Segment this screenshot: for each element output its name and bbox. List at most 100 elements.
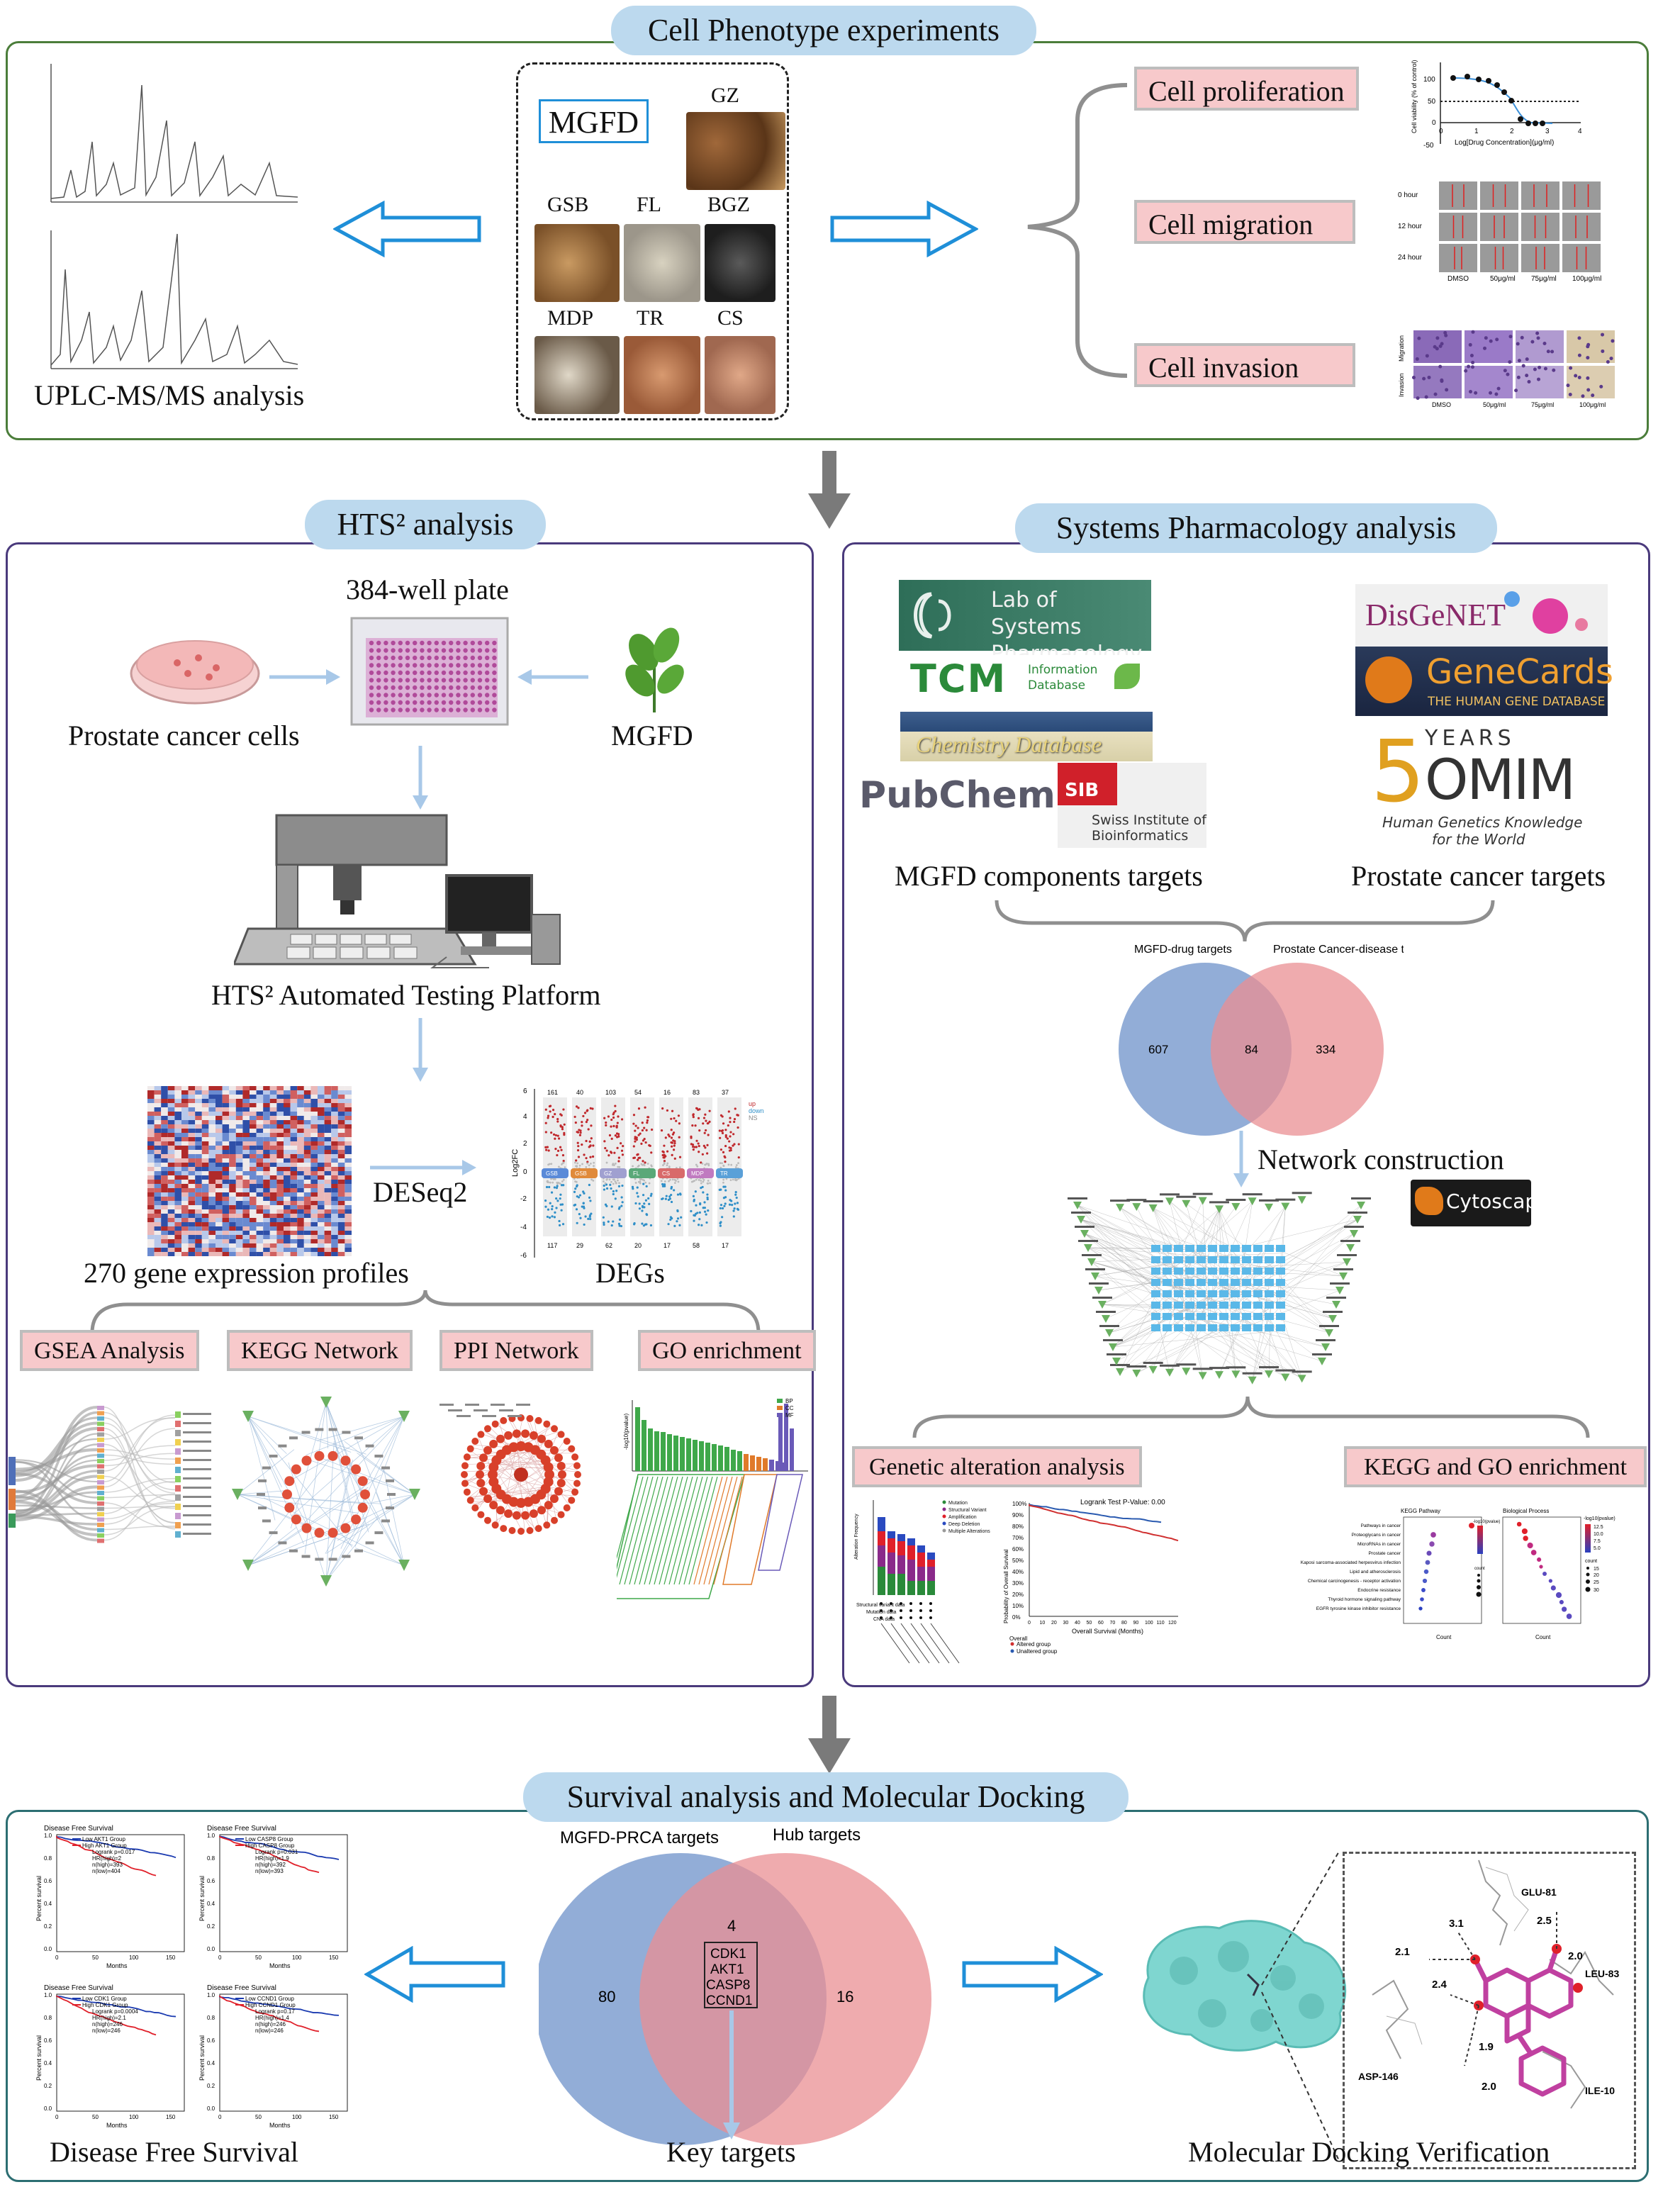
heatmap-cell	[161, 1171, 168, 1175]
deg-ns-point	[722, 1165, 725, 1168]
kegg-drug-node	[232, 1489, 243, 1500]
deg-ns-point	[561, 1163, 563, 1165]
network-edge	[1098, 1275, 1202, 1291]
deg-ns-point	[614, 1180, 617, 1183]
heatmap-cell	[222, 1248, 230, 1252]
prolif-ytick-3: -50	[1423, 142, 1434, 150]
heatmap-cell	[345, 1116, 352, 1120]
deg-down-point	[680, 1216, 683, 1219]
deg-down-point	[573, 1190, 576, 1193]
plate-well	[405, 685, 410, 690]
heatmap-cell	[290, 1239, 298, 1243]
heatmap-cell	[181, 1226, 189, 1231]
deg-up-point	[637, 1156, 640, 1160]
heatmap-cell	[147, 1209, 155, 1214]
heatmap-cell	[215, 1146, 223, 1150]
kegg-dot	[1425, 1560, 1430, 1565]
heatmap-cell	[147, 1103, 155, 1107]
heatmap-cell	[324, 1095, 332, 1099]
network-target-node	[1253, 1302, 1262, 1309]
heatmap-cell	[154, 1146, 162, 1150]
heatmap-cell	[188, 1129, 196, 1133]
heatmap-cell	[208, 1201, 215, 1205]
heatmap-cell	[256, 1218, 264, 1222]
heatmap-cell	[337, 1226, 345, 1231]
heatmap-cell	[284, 1205, 291, 1209]
network-target-node	[1208, 1313, 1217, 1320]
heatmap-cell	[263, 1188, 270, 1192]
heatmap-cell	[263, 1095, 270, 1099]
heatmap-cell	[318, 1103, 325, 1107]
go-term-label-stub	[668, 1476, 698, 1585]
heatmap-cell	[337, 1163, 345, 1167]
heatmap-cell	[242, 1205, 250, 1209]
deg-up-point	[547, 1149, 550, 1152]
kegg-edge	[364, 1490, 405, 1566]
network-compound-node	[1105, 1329, 1114, 1337]
heatmap-cell	[345, 1175, 352, 1180]
alt-bar-segment	[878, 1545, 885, 1567]
deg-up-point	[701, 1153, 704, 1156]
deg-up-point	[585, 1121, 588, 1124]
kegg-term: Chemical carcinogenesis - receptor activ…	[1308, 1579, 1401, 1584]
deg-down-point	[701, 1185, 704, 1189]
plate-well	[369, 700, 374, 705]
alt-data-dot	[890, 1616, 892, 1619]
heatmap-cell	[331, 1124, 338, 1129]
deg-up-point	[614, 1104, 617, 1107]
kegg-gene-label	[262, 1519, 271, 1523]
kegg-gene-label	[342, 1431, 351, 1434]
heatmap-cell	[256, 1171, 264, 1175]
cells-label: Prostate cancer cells	[68, 720, 300, 751]
heatmap-cell	[201, 1175, 209, 1180]
invasion-dot	[1586, 388, 1591, 392]
heatmap-cell	[161, 1146, 168, 1150]
heatmap-cell	[297, 1252, 304, 1256]
heatmap-cell	[195, 1214, 202, 1218]
ppi-label-stub	[516, 1404, 530, 1406]
ppi-node	[568, 1445, 576, 1453]
plate-well	[427, 693, 432, 698]
heatmap-cell	[276, 1158, 284, 1163]
sankey-label-stub	[183, 1422, 211, 1424]
heatmap-cell	[318, 1099, 325, 1103]
heatmap-cell	[324, 1120, 332, 1124]
plate-well	[485, 640, 490, 646]
sankey-node	[175, 1467, 181, 1473]
heatmap-cell	[276, 1180, 284, 1184]
kegg-pathway-node	[301, 1523, 312, 1533]
heatmap-cell	[263, 1124, 270, 1129]
deg-down-point	[636, 1186, 639, 1189]
heatmap-cell	[256, 1137, 264, 1141]
heatmap-cell	[331, 1167, 338, 1171]
venn1-left-value: 607	[1148, 1043, 1168, 1056]
deg-group-label: FL	[633, 1170, 640, 1177]
heatmap-cell	[242, 1129, 250, 1133]
invasion-cell	[1413, 330, 1462, 363]
go-term-label-stub	[629, 1476, 659, 1585]
deg-up-point	[612, 1116, 615, 1119]
deg-down-point	[702, 1207, 705, 1209]
km-ytick: 0.4	[207, 1901, 215, 1907]
deg-ns-point	[573, 1178, 576, 1180]
heatmap-cell	[188, 1231, 196, 1235]
deg-down-point	[588, 1183, 590, 1187]
go-bar	[731, 1450, 736, 1471]
heatmap-cell	[337, 1243, 345, 1248]
go-term-label-stub	[673, 1476, 703, 1585]
heatmap-cell	[154, 1171, 162, 1175]
alt-bar-segment	[907, 1545, 915, 1560]
network-target-node	[1219, 1324, 1228, 1331]
deg-down-count: 17	[722, 1242, 729, 1249]
heatmap-cell	[161, 1180, 168, 1184]
heatmap-cell	[337, 1090, 345, 1095]
distance-5: 1.9	[1479, 2041, 1494, 2053]
heatmap-cell	[269, 1239, 277, 1243]
network-compound-node	[1231, 1370, 1241, 1379]
heatmap-cell	[188, 1171, 196, 1175]
deg-ns-point	[593, 1165, 595, 1168]
heatmap-cell	[154, 1129, 162, 1133]
go-term-label-stub	[688, 1476, 718, 1585]
heatmap-cell	[229, 1158, 236, 1163]
go-legend-mf: MF	[785, 1412, 794, 1419]
